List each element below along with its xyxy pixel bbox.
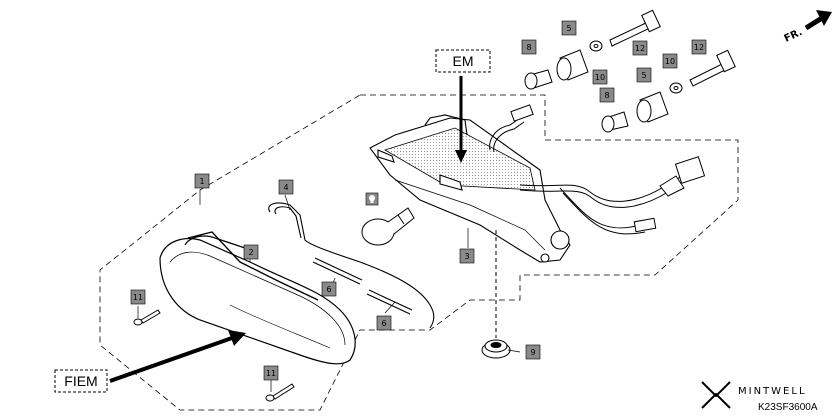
part-tag-p12b: 12: [691, 39, 707, 55]
front-indicator-label: FR.: [783, 27, 804, 45]
bulb: [361, 207, 415, 246]
part-tag-p6a: 6: [321, 281, 337, 297]
bulb-icon: [369, 195, 375, 203]
callout-fiem-label: FIEM: [64, 373, 97, 389]
front-indicator: FR.: [783, 10, 832, 45]
part-tag-p11b: 11: [263, 365, 279, 381]
part-tag-p9: 9: [525, 344, 541, 360]
part-tag-label: 6: [381, 319, 386, 328]
part-tag-label: 3: [464, 252, 469, 261]
callout-em: EM: [435, 49, 491, 163]
grommet: [481, 230, 511, 359]
part-tag-p5a: 5: [561, 20, 577, 36]
screw-lower: [265, 383, 295, 402]
part-tag-label: 10: [665, 57, 675, 66]
part-tag-p11a: 11: [130, 289, 146, 305]
brand-name: MINTWELL: [738, 386, 807, 397]
part-tag-label: 5: [566, 24, 571, 33]
assembly-outline: [99, 94, 739, 411]
part-tag-label: 9: [530, 348, 535, 357]
callout-fiem: FIEM: [54, 330, 246, 393]
part-tag-label: 6: [326, 285, 331, 294]
part-tag-p10b: 10: [662, 53, 678, 69]
tail-lens-assembly: [159, 235, 356, 365]
callout-em-label: EM: [453, 53, 474, 69]
screw-upper: [133, 309, 161, 326]
part-tag-p1: 1: [194, 173, 210, 189]
lens-gasket: [187, 231, 319, 301]
brand-mark: MINTWELL K23SF3600A: [701, 381, 818, 413]
part-tag-label: 12: [694, 43, 704, 52]
seal-strip: [268, 202, 435, 329]
part-tag-label: 5: [641, 71, 646, 80]
light-housing: [369, 114, 571, 263]
part-tag-p12a: 12: [632, 40, 648, 56]
brand-logo-icon: [701, 381, 731, 409]
part-tag-p4: 4: [278, 179, 294, 195]
front-arrow-icon: [804, 10, 832, 31]
part-tag-label: 8: [526, 43, 531, 52]
wiring-harness: [489, 104, 706, 235]
part-tag-label: 2: [248, 248, 253, 257]
part-tag-p6b: 6: [376, 315, 392, 331]
part-tag-label: 11: [266, 369, 276, 378]
part-tag-label: 11: [133, 293, 143, 302]
part-tag-label: 12: [635, 44, 645, 53]
part-tag-label: 8: [604, 91, 609, 100]
part-tag-p2: 2: [243, 244, 259, 260]
part-tag-label: 10: [595, 73, 605, 82]
part-tag-p3: 3: [459, 248, 475, 264]
bulb-tag: [365, 192, 379, 206]
part-tag-p5b: 5: [636, 67, 652, 83]
part-tag-p8a: 8: [521, 39, 537, 55]
part-tag-label: 4: [283, 183, 288, 192]
part-tag-p10a: 10: [592, 69, 608, 85]
rubber-strips: [312, 257, 413, 315]
part-tag-p8b: 8: [599, 87, 615, 103]
diagram-code: K23SF3600A: [758, 402, 818, 413]
mounting-hardware: [524, 9, 736, 133]
part-tag-label: 1: [199, 177, 204, 186]
